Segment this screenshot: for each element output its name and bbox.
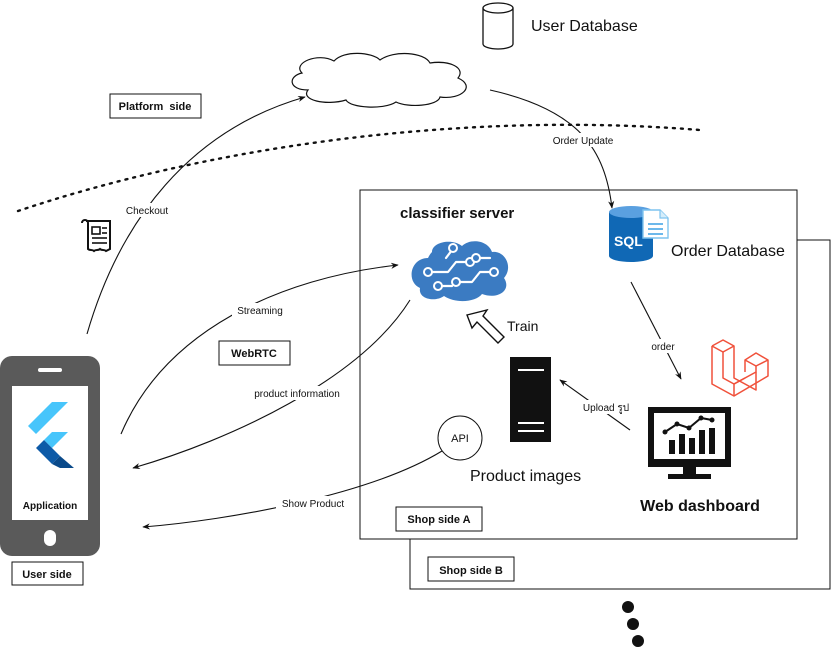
cloud-icon bbox=[291, 52, 467, 108]
streaming-label: Streaming bbox=[237, 306, 283, 317]
webrtc-box bbox=[218, 340, 291, 366]
receipt-icon bbox=[81, 219, 111, 253]
vertical-ellipsis-icon bbox=[622, 601, 644, 647]
shop-side-b-label: Shop side B bbox=[439, 565, 503, 577]
platform-side-box bbox=[109, 93, 202, 119]
order-database-label: Order Database bbox=[671, 243, 785, 260]
webrtc-label: WebRTC bbox=[231, 348, 277, 360]
shop-side-b-box bbox=[427, 556, 515, 582]
sql-database-icon bbox=[609, 206, 669, 262]
order-update-label: Order Update bbox=[553, 136, 614, 147]
shop-side-a-box bbox=[395, 506, 483, 532]
product-information-label: product information bbox=[254, 389, 340, 400]
checkout-edge bbox=[86, 95, 306, 335]
web-dashboard-label: Web dashboard bbox=[640, 498, 760, 515]
train-label: Train bbox=[507, 318, 538, 334]
upload-label: Upload รูป bbox=[583, 403, 629, 414]
sql-badge-text: SQL bbox=[614, 233, 643, 249]
azure-ml-brain-icon bbox=[411, 241, 509, 302]
laravel-logo-icon bbox=[711, 339, 769, 397]
streaming-edge bbox=[120, 262, 399, 435]
api-node bbox=[437, 415, 483, 461]
train-arrow-icon bbox=[466, 308, 505, 344]
checkout-label: Checkout bbox=[126, 206, 168, 217]
shop-side-a-label: Shop side A bbox=[407, 514, 470, 526]
application-label: Application bbox=[23, 501, 77, 512]
order-label: order bbox=[651, 342, 675, 353]
platform-boundary bbox=[16, 123, 702, 213]
shop-side-a-frame bbox=[359, 189, 798, 540]
dashboard-monitor-icon bbox=[648, 407, 731, 479]
platform-side-label: Platform side bbox=[119, 101, 192, 113]
database-cylinder-icon bbox=[482, 2, 514, 50]
classifier-server-label: classifier server bbox=[400, 205, 514, 222]
user-side-label: User side bbox=[22, 569, 72, 581]
api-label: API bbox=[451, 433, 469, 445]
flutter-logo-icon bbox=[28, 402, 74, 468]
user-side-box bbox=[11, 561, 84, 586]
product-information-edge bbox=[132, 299, 411, 470]
product-images-label: Product images bbox=[470, 468, 581, 485]
server-tower-icon bbox=[510, 357, 551, 442]
show-product-label: Show Product bbox=[282, 499, 344, 510]
order-edge bbox=[630, 281, 682, 380]
user-database-label: User Database bbox=[531, 18, 638, 35]
